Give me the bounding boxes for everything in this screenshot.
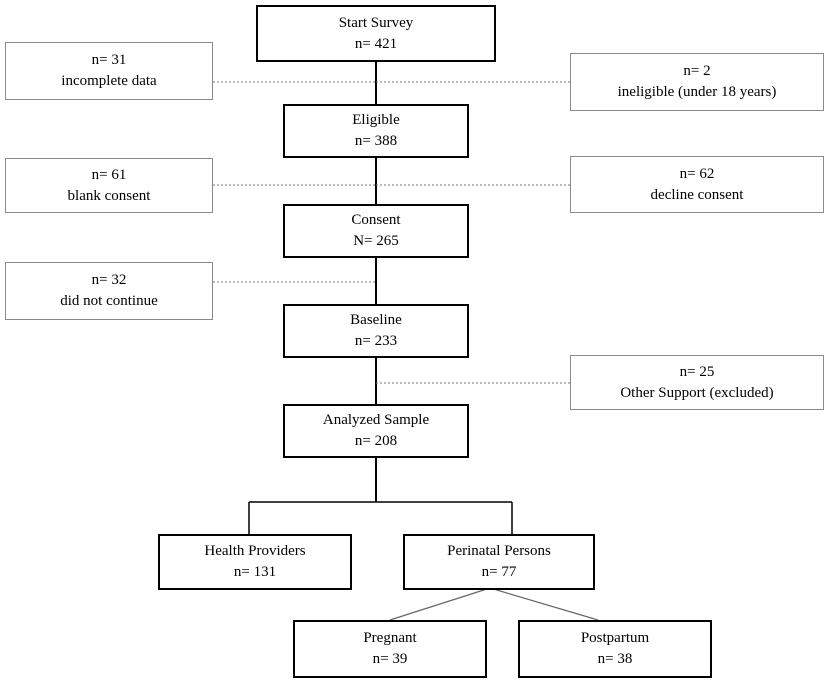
ineligible-count: n= 2	[683, 63, 711, 79]
postpartum-title: Postpartum	[580, 630, 650, 646]
ineligible-box: n= 2 ineligible (under 18 years)	[570, 53, 824, 111]
eligible-box: Eligible n= 388	[283, 104, 469, 158]
decline-consent-count: n= 62	[679, 165, 715, 182]
consent-box: Consent N= 265	[283, 204, 469, 258]
start-survey-box: Start Survey n= 421	[256, 5, 496, 62]
eligible-title: Eligible	[352, 112, 400, 128]
decline-consent-label: decline consent	[650, 186, 744, 203]
analyzed-sample-count: n= 208	[354, 433, 398, 449]
did-not-continue-label: did not continue	[60, 293, 158, 309]
perinatal-persons-box: Perinatal Persons n= 77	[403, 534, 595, 590]
perinatal-persons-count: n= 77	[481, 564, 517, 580]
other-support-box: n= 25 Other Support (excluded)	[570, 355, 824, 410]
did-not-continue-box: n= 32 did not continue	[5, 262, 213, 320]
start-survey-count: n= 421	[354, 35, 398, 52]
analyzed-sample-title: Analyzed Sample	[322, 412, 430, 428]
pregnant-count: n= 39	[372, 651, 408, 667]
eligible-count: n= 388	[354, 133, 398, 149]
analyzed-sample-box: Analyzed Sample n= 208	[283, 404, 469, 458]
postpartum-count: n= 38	[597, 651, 633, 667]
baseline-count: n= 233	[354, 333, 398, 349]
postpartum-box: Postpartum n= 38	[518, 620, 712, 678]
perinatal-persons-title: Perinatal Persons	[447, 543, 551, 559]
pregnant-box: Pregnant n= 39	[293, 620, 487, 678]
blank-consent-label: blank consent	[67, 187, 151, 204]
pregnant-title: Pregnant	[363, 630, 417, 646]
other-support-label: Other Support (excluded)	[620, 384, 774, 401]
connector-perinatal-pregnant	[389, 587, 491, 621]
start-survey-title: Start Survey	[338, 14, 414, 31]
baseline-box: Baseline n= 233	[283, 304, 469, 358]
incomplete-data-count: n= 31	[91, 52, 127, 68]
incomplete-data-label: incomplete data	[61, 73, 157, 89]
consent-title: Consent	[351, 212, 401, 228]
connector-perinatal-postpartum	[489, 587, 599, 621]
decline-consent-box: n= 62 decline consent	[570, 156, 824, 213]
health-providers-count: n= 131	[233, 564, 277, 580]
did-not-continue-count: n= 32	[91, 272, 127, 288]
other-support-count: n= 25	[679, 363, 715, 380]
blank-consent-box: n= 61 blank consent	[5, 158, 213, 213]
blank-consent-count: n= 61	[91, 166, 127, 183]
health-providers-box: Health Providers n= 131	[158, 534, 352, 590]
baseline-title: Baseline	[350, 312, 402, 328]
consent-count: N= 265	[353, 233, 399, 249]
ineligible-label: ineligible (under 18 years)	[617, 84, 777, 100]
health-providers-title: Health Providers	[204, 543, 306, 559]
incomplete-data-box: n= 31 incomplete data	[5, 42, 213, 100]
